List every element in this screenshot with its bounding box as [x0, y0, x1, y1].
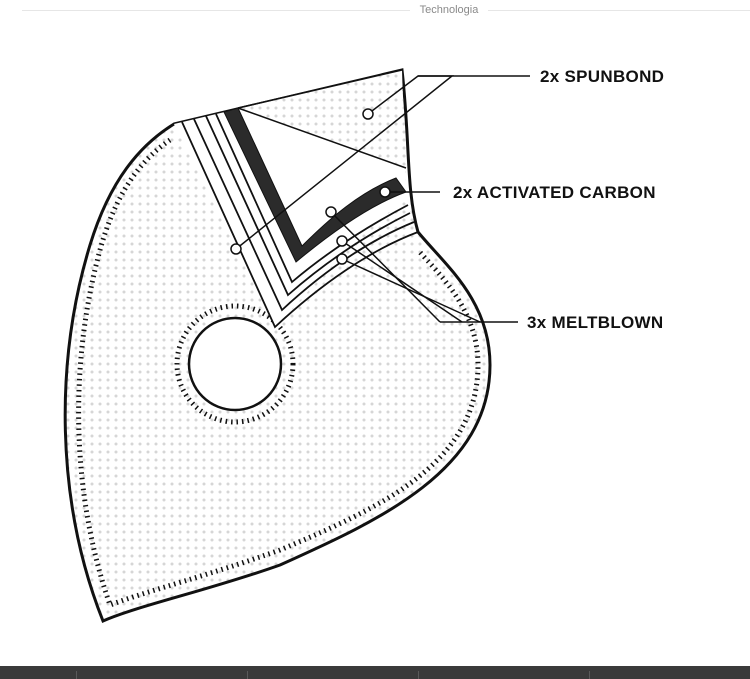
- callout-lines: [235, 75, 530, 323]
- anchor-spunbond-top: [362, 108, 374, 120]
- section-header: Technologia: [0, 0, 750, 22]
- callout-label-spunbond: 2x SPUNBOND: [540, 67, 664, 86]
- footer-bar: [0, 666, 750, 679]
- spunbond-top-layer: [238, 70, 406, 168]
- footer-separator: [76, 671, 77, 679]
- layer-line-3: [205, 115, 411, 297]
- header-rule-left: [22, 10, 410, 11]
- footer-separator: [589, 671, 590, 679]
- footer-separator: [418, 671, 419, 679]
- anchor-carbon: [379, 186, 391, 198]
- layer-line-1: [181, 121, 419, 329]
- anchor-meltblown-2: [336, 235, 348, 247]
- valve-opening: [187, 316, 283, 412]
- header-rule-right: [488, 10, 750, 11]
- callout-label-meltblown: 3x MELTBLOWN: [527, 313, 663, 332]
- mask-layers-diagram: 2x SPUNBOND 2x ACTIVATED CARBON 3x MELTB…: [0, 22, 750, 666]
- meltblown-leader-a: [330, 211, 441, 323]
- activated-carbon-layer: [223, 107, 407, 263]
- anchor-meltblown-3: [336, 253, 348, 265]
- mask-stitching: [76, 137, 481, 609]
- valve-stitching: [174, 303, 296, 425]
- meltblown-leader-b: [341, 240, 463, 323]
- meltblown-leader-c: [341, 258, 481, 323]
- section-title: Technologia: [419, 4, 479, 16]
- footer-separator: [247, 671, 248, 679]
- callout-anchors: [230, 108, 391, 265]
- anchor-spunbond-bottom: [230, 243, 242, 255]
- mask-illustration: 2x SPUNBOND 2x ACTIVATED CARBON 3x MELTB…: [63, 67, 664, 623]
- callout-label-carbon: 2x ACTIVATED CARBON: [453, 183, 656, 202]
- spunbond-top-edge: [237, 69, 407, 169]
- anchor-meltblown-1: [325, 206, 337, 218]
